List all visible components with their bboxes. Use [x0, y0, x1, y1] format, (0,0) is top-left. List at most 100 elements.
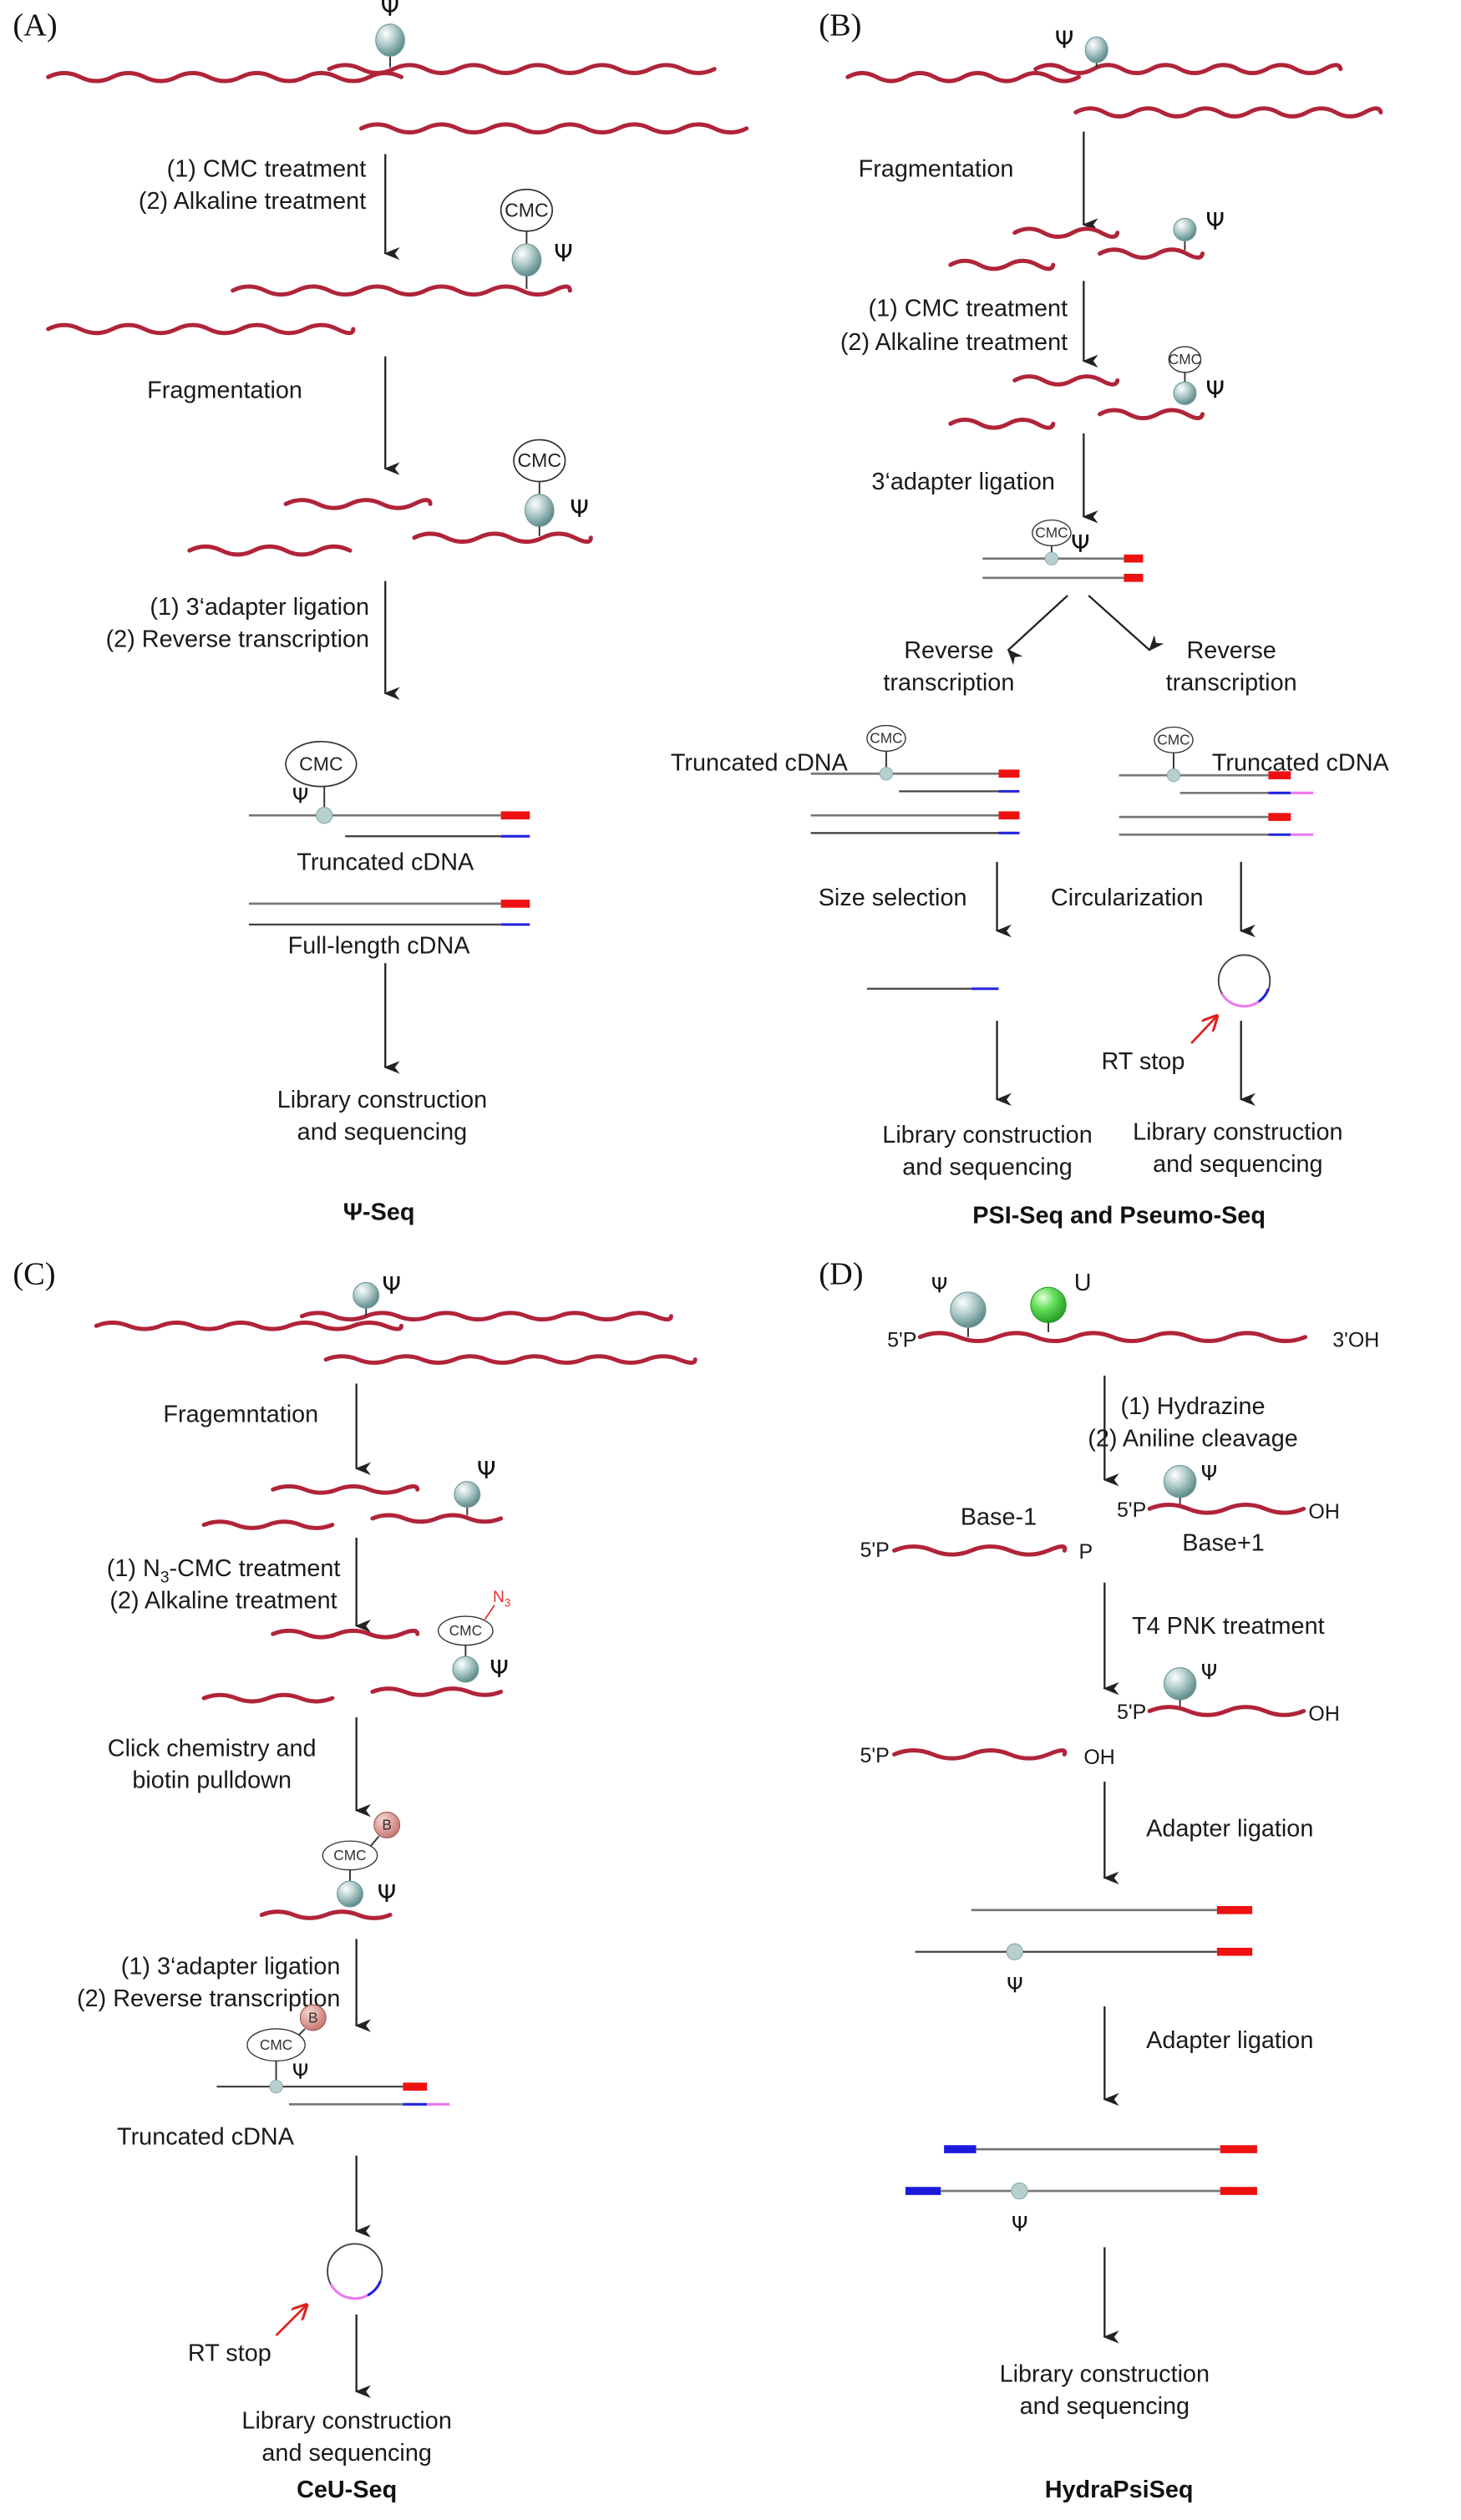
psi-symbol: Ψ: [378, 1879, 397, 1908]
panel-letter: (D): [819, 1256, 863, 1291]
psi-symbol: Ψ: [1201, 1461, 1218, 1485]
rna-strand: [1147, 1503, 1306, 1515]
biotin-linker: [370, 1835, 380, 1847]
rna-strand: [299, 1311, 673, 1322]
rna-strand: [201, 1692, 335, 1704]
uridine-bead-icon: [1030, 1286, 1067, 1324]
step-label: Size selection: [819, 885, 967, 911]
cmc-label: CMC: [1035, 525, 1068, 541]
psi-symbol: Ψ: [292, 2060, 309, 2084]
rna-strand: [948, 258, 1056, 271]
cmc-adduct-icon: [285, 740, 358, 788]
cmc-label: CMC: [505, 199, 549, 221]
panel-c: (C) Ψ Fragemntation Ψ (1) N3-CMC treatme…: [13, 1256, 698, 2503]
full-length-cdna-label: Full-length cDNA: [288, 932, 471, 959]
rna-strand: [46, 70, 403, 84]
rna-strand: [46, 322, 356, 336]
step-label: (2) Aniline cleavage: [1088, 1425, 1297, 1452]
method-title: CeU-Seq: [297, 2477, 397, 2503]
rna-strand: [1012, 226, 1120, 239]
panel-letter: (B): [819, 8, 861, 43]
cmc-label: CMC: [1157, 732, 1190, 748]
pseudouridine-bead-icon: [1084, 36, 1108, 63]
three-prime-end-label: 3'OH: [1332, 1328, 1379, 1351]
step-label-part: -CMC treatment: [170, 1555, 341, 1582]
rna-strand: [327, 63, 717, 75]
step-label: (2) Reverse transcription: [77, 1985, 340, 2012]
library-label: Library construction: [241, 2407, 451, 2434]
step-label: (1) CMC treatment: [869, 296, 1068, 322]
step-label: Fragmentation: [859, 155, 1014, 182]
step-label-part: (1) N: [107, 1555, 160, 1582]
rna-strand: [358, 122, 749, 135]
pseudouridine-bead-icon: [511, 243, 542, 277]
step-label: biotin pulldown: [132, 1767, 292, 1794]
library-label: and sequencing: [1153, 1151, 1322, 1178]
circular-cdna-adapter: [1220, 992, 1260, 1008]
step-label: Adapter ligation: [1146, 1815, 1313, 1842]
hydroxyl-end-label: OH: [1308, 1702, 1339, 1726]
truncated-cdna-label: Truncated cDNA: [1212, 749, 1390, 776]
truncated-cdna-label: Truncated cDNA: [297, 849, 474, 876]
psi-symbol: Ψ: [477, 1456, 496, 1484]
psi-symbol: Ψ: [1007, 1973, 1023, 1997]
step-label: Reverse: [904, 637, 993, 664]
library-label: Library construction: [1000, 2361, 1210, 2388]
rna-strand: [845, 70, 1082, 84]
pseudouridine-bead-icon: [1163, 1667, 1197, 1701]
method-title: PSI-Seq and Pseumo-Seq: [972, 1202, 1266, 1229]
pseudouridine-bead-icon: [950, 1291, 987, 1328]
library-label: Library construction: [882, 1122, 1092, 1148]
truncated-cdna-label: Truncated cDNA: [671, 749, 849, 776]
pseudouridine-bead-icon: [1166, 768, 1181, 783]
pseudouridine-bead-icon: [1006, 1943, 1023, 1960]
rna-strand: [283, 498, 433, 510]
psi-symbol: Ψ: [382, 1271, 401, 1300]
rt-stop-arrow: [275, 2305, 307, 2336]
psi-symbol: Ψ: [554, 239, 573, 267]
rna-strand: [201, 1519, 335, 1530]
psi-symbol: Ψ: [1012, 2212, 1028, 2236]
rna-strand: [948, 418, 1056, 430]
pseudouridine-bead-icon: [1173, 381, 1197, 405]
hydroxyl-end-label: OH: [1083, 1746, 1114, 1769]
cmc-label: CMC: [870, 730, 902, 747]
rna-strand: [271, 1483, 420, 1495]
psi-symbol: Ψ: [1201, 1660, 1218, 1684]
uridine-symbol: U: [1074, 1270, 1092, 1296]
circular-cdna-adapter: [367, 2280, 382, 2297]
panel-a: (A) Ψ (1) CMC treatment (2) Alkaline tre…: [13, 0, 749, 1225]
psi-symbol: Ψ: [1205, 207, 1225, 236]
rna-strand: [1012, 374, 1120, 387]
step-label: (2) Alkaline treatment: [109, 1588, 337, 1615]
rna-strand: [1033, 63, 1343, 75]
rna-strand: [259, 1909, 393, 1920]
rt-stop-arrow: [1190, 1016, 1217, 1044]
psi-symbol: Ψ: [931, 1273, 948, 1297]
step-arrow: [1088, 595, 1164, 652]
rna-strand: [323, 1354, 698, 1365]
step-label-subscript: 3: [160, 1569, 170, 1587]
base-minus-one-label: Base-1: [961, 1504, 1037, 1531]
base-plus-one-label: Base+1: [1182, 1529, 1265, 1556]
cmc-label: CMC: [518, 449, 562, 471]
psi-symbol: Ψ: [490, 1655, 509, 1683]
psi-symbol: Ψ: [292, 783, 309, 808]
azide-linker: [484, 1605, 495, 1620]
rna-strand: [1073, 106, 1383, 119]
biotin-label: B: [308, 2009, 318, 2026]
pseudouridine-bead-icon: [269, 2079, 283, 2094]
rna-strand: [370, 1686, 504, 1697]
pseudouridine-bead-icon: [879, 767, 894, 781]
pseudouridine-bead-icon: [353, 1281, 380, 1309]
method-title: HydraPsiSeq: [1045, 2477, 1194, 2503]
step-label: (2) Alkaline treatment: [840, 329, 1068, 356]
cmc-label: CMC: [449, 1622, 482, 1639]
panel-letter: (C): [13, 1256, 55, 1291]
step-label: Circularization: [1051, 885, 1204, 911]
panel-d: (D) 5'P 3'OH Ψ U (1) Hydrazine (2) Anili…: [819, 1256, 1379, 2503]
azide-label-subscript: 3: [505, 1597, 510, 1610]
library-label: and sequencing: [297, 1118, 467, 1145]
circular-cdna-adapter: [329, 2283, 368, 2300]
rna-strand: [1098, 247, 1205, 260]
